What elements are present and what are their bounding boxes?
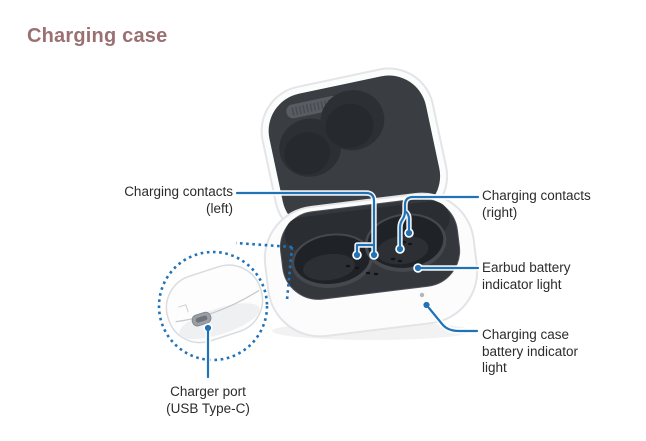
page-title: Charging case	[27, 25, 168, 47]
leader-line-charging-contacts-left	[235, 191, 376, 254]
label-charging-contacts-left: Charging contacts (left)	[70, 184, 233, 217]
magnifier-dashed-circle	[157, 250, 269, 362]
leader-line-charging-contacts-right	[398, 195, 480, 248]
closed-case-shading	[179, 303, 260, 340]
label-line: (right)	[482, 204, 518, 220]
label-charger-port: Charger port (USB Type-C)	[133, 384, 283, 417]
lid-magnet-strip	[286, 96, 340, 119]
case-battery-light-dot	[419, 292, 425, 298]
label-charging-contacts-right: Charging contacts (right)	[482, 188, 591, 221]
label-line: Charger port	[170, 384, 246, 399]
leader-line-case-battery-light	[427, 306, 479, 333]
lid-recess-left-inner	[284, 132, 331, 175]
label-earbud-battery-indicator: Earbud battery indicator light	[482, 260, 571, 293]
usb-c-port-inner	[195, 315, 208, 323]
magnifier-wedge-lines	[235, 241, 294, 301]
label-line: battery indicator	[482, 343, 579, 359]
label-line: (USB Type-C)	[166, 400, 250, 416]
label-line: (left)	[206, 200, 233, 216]
leader-pointer-dots	[204, 229, 430, 332]
label-line: Charging contacts	[124, 184, 233, 199]
label-line: Charging contacts	[482, 188, 591, 203]
label-line: indicator light	[482, 276, 562, 292]
charging-contact-pins	[345, 240, 413, 276]
earbud-socket-left-highlight	[303, 253, 355, 281]
label-line: Charging case	[482, 327, 570, 342]
lid-recess-right-inner	[325, 103, 374, 149]
label-line: light	[482, 360, 507, 375]
label-charging-case-battery-indicator: Charging case battery indicator light	[482, 327, 578, 377]
closed-case-notch	[178, 304, 189, 313]
closed-case-seam	[175, 289, 260, 323]
closed-case-inset-illustration	[157, 241, 294, 362]
label-line: Earbud battery	[482, 260, 571, 275]
